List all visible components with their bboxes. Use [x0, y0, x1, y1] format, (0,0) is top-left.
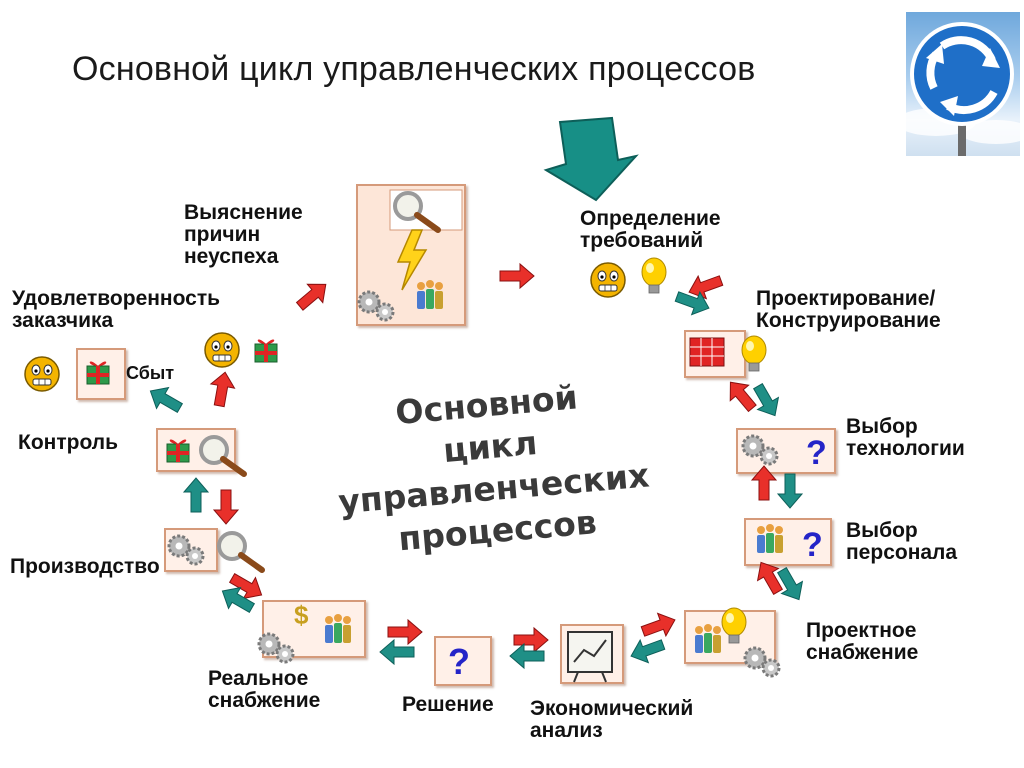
arrow-teal — [747, 379, 786, 423]
question-mark-icon: ? — [806, 434, 827, 472]
magnifier-icon — [201, 437, 244, 474]
page-title: Основной цикл управленческих процессов — [72, 50, 756, 88]
magnifier-icon — [219, 533, 262, 570]
gears-icon — [743, 646, 781, 678]
lightbulb-icon — [641, 257, 667, 294]
label-requirements: Определение требований — [580, 207, 721, 252]
label-project-supply: Проектное снабжение — [806, 619, 919, 664]
roundabout-sign-logo — [906, 12, 1020, 156]
gift-icon — [254, 339, 278, 363]
question-mark-icon: ? — [802, 526, 823, 564]
arrow-red — [720, 373, 762, 417]
label-personnel: Выбор персонала — [846, 519, 958, 564]
arrow-red — [213, 489, 239, 525]
arrow-teal — [183, 477, 209, 513]
lightbulb-icon — [741, 335, 767, 372]
gears-icon — [167, 534, 205, 566]
decision-card — [434, 636, 492, 686]
label-sales: Сбыт — [126, 363, 175, 383]
label-technology: Выбор технологии — [846, 415, 965, 460]
arrow-red — [206, 369, 238, 409]
lightning-icon — [396, 229, 428, 291]
label-failure-reasons: Выяснение причин неуспеха — [184, 201, 303, 268]
lightbulb-icon — [721, 607, 747, 644]
arrow-red — [291, 274, 335, 316]
question-mark-icon: ? — [448, 641, 470, 682]
label-control: Контроль — [18, 431, 118, 454]
gift-icon — [166, 439, 190, 463]
label-design: Проектирование/ Конструирование — [756, 287, 941, 332]
smiley-face-icon — [24, 356, 60, 392]
rubik-cube-icon — [689, 337, 725, 367]
label-satisfaction: Удовлетворенность заказчика — [12, 287, 221, 332]
arrow-teal — [143, 380, 187, 419]
chart-board-icon — [567, 631, 613, 673]
label-economic-analysis: Экономический анализ — [530, 697, 694, 742]
gift-icon — [86, 361, 110, 385]
label-real-supply: Реальное снабжение — [208, 667, 321, 712]
gears-icon — [357, 290, 395, 322]
people-icon — [757, 524, 783, 553]
grinning-face-icon — [204, 332, 240, 368]
people-icon — [325, 614, 351, 643]
arrow-teal — [777, 473, 803, 509]
gears-icon — [741, 434, 779, 466]
label-production: Производство — [10, 555, 160, 578]
arrow-red — [751, 465, 777, 501]
label-decision: Решение — [402, 693, 494, 716]
angry-face-icon — [590, 262, 626, 298]
arrow-teal — [626, 632, 668, 668]
people-icon — [695, 624, 721, 653]
dollar-icon: $ — [294, 600, 309, 630]
gears-icon — [257, 632, 295, 664]
people-icon — [417, 280, 443, 309]
arrow-right-red — [499, 263, 535, 289]
arrow-red — [638, 608, 680, 644]
